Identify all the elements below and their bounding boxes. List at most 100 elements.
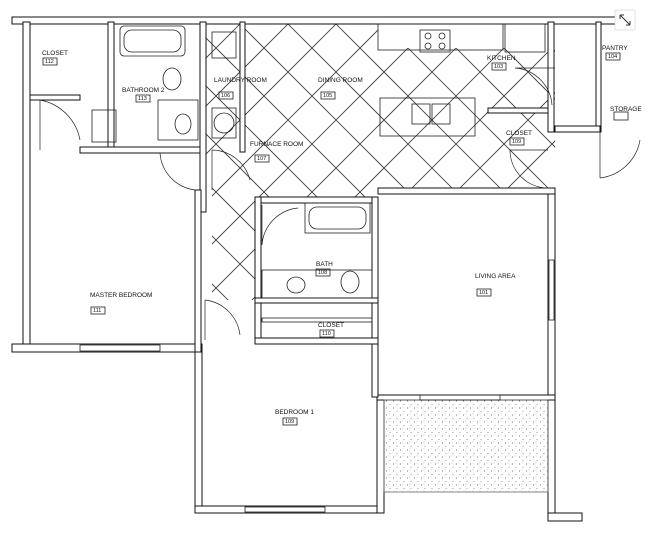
range-top bbox=[419, 29, 451, 53]
kitchen-sink-bowl1 bbox=[411, 103, 431, 125]
door-furnace bbox=[211, 149, 251, 190]
room-name: PANTRY bbox=[602, 45, 628, 52]
burner-1 bbox=[424, 32, 432, 40]
fixtures bbox=[91, 23, 629, 323]
door-storage bbox=[599, 132, 641, 179]
tile-line bbox=[0, 0, 72, 538]
room-number-box bbox=[42, 57, 58, 66]
closet112-right-wall bbox=[107, 21, 115, 153]
tile-line bbox=[638, 0, 650, 538]
pantry-left-wall bbox=[547, 21, 555, 133]
bath108-left-wall bbox=[254, 196, 262, 343]
room-number: 110 bbox=[322, 331, 331, 337]
room-number-box bbox=[135, 94, 151, 103]
dryer bbox=[211, 107, 237, 139]
tile-line bbox=[455, 22, 555, 300]
room-name: LAUNDRY ROOM bbox=[214, 77, 267, 84]
vanity-bath108 bbox=[261, 269, 373, 299]
room-number-box bbox=[476, 288, 492, 297]
burner-3 bbox=[424, 42, 432, 50]
room-number: 103 bbox=[494, 64, 503, 70]
tile-line bbox=[206, 22, 323, 300]
closet109-wall bbox=[487, 107, 549, 114]
tub-bath2 bbox=[119, 25, 186, 57]
room-name: CLOSET bbox=[506, 130, 532, 137]
bath2-bottom-wall bbox=[79, 146, 207, 154]
tub-bath108-inner bbox=[308, 206, 367, 230]
room-number: 104 bbox=[608, 54, 617, 60]
living-right-wall bbox=[547, 189, 556, 521]
slider-living bbox=[419, 394, 501, 401]
tile-line bbox=[206, 22, 505, 300]
expand-icon[interactable] bbox=[614, 9, 636, 31]
window-master bbox=[79, 344, 161, 352]
room-name: STORAGE bbox=[610, 106, 642, 113]
tile-line bbox=[600, 0, 650, 538]
window-bedroom1 bbox=[244, 506, 326, 513]
room-name: KITCHEN bbox=[487, 55, 516, 62]
room-number: 113 bbox=[138, 96, 147, 102]
doors bbox=[39, 67, 641, 340]
room-number-box bbox=[319, 329, 335, 338]
door-closet109 bbox=[509, 149, 549, 189]
living-top-wall bbox=[377, 187, 556, 195]
closet110-top-wall bbox=[254, 297, 379, 304]
laundry-right-wall bbox=[239, 21, 246, 153]
kitchen-island bbox=[379, 97, 476, 137]
room-number: 101 bbox=[479, 290, 488, 296]
closet110-shelf bbox=[261, 317, 373, 323]
bath108-top-wall bbox=[254, 196, 379, 204]
sink-bath108 bbox=[286, 276, 306, 294]
door-master bbox=[159, 152, 200, 191]
outer-walls bbox=[11, 16, 628, 522]
top-wall bbox=[11, 16, 628, 25]
room-name: BEDROOM 1 bbox=[275, 409, 314, 416]
storage-shelf bbox=[613, 111, 629, 121]
dryer-drum bbox=[213, 112, 235, 134]
washer bbox=[211, 31, 237, 59]
interior-walls bbox=[29, 21, 556, 398]
burner-4 bbox=[438, 42, 446, 50]
door-kitchen bbox=[514, 67, 555, 106]
tile-line bbox=[311, 22, 555, 300]
master-right-wall bbox=[194, 189, 202, 353]
toilet-bath2 bbox=[162, 67, 182, 91]
door-bath108 bbox=[261, 205, 299, 246]
tile-line bbox=[206, 22, 313, 300]
room-number: 112 bbox=[45, 59, 54, 65]
bedroom1-right-wall bbox=[376, 394, 385, 514]
room-number-box bbox=[254, 154, 270, 163]
sink-bath2 bbox=[174, 113, 192, 135]
room-name: LIVING AREA bbox=[475, 273, 516, 280]
room-name: BATHROOM 2 bbox=[122, 87, 165, 94]
kitchen-counter bbox=[377, 23, 504, 51]
kitchen-sink-bowl2 bbox=[431, 103, 451, 125]
window-living bbox=[548, 259, 555, 321]
room-number-box bbox=[605, 52, 621, 61]
vanity-bath2 bbox=[157, 99, 199, 141]
door-closet112 bbox=[39, 99, 81, 150]
room-number-box bbox=[315, 268, 331, 277]
tile-line bbox=[0, 0, 82, 538]
tile-line bbox=[407, 22, 555, 300]
tile-line bbox=[206, 22, 361, 300]
room-number: 107 bbox=[257, 156, 266, 162]
tile-line bbox=[359, 22, 555, 300]
tub-bath2-inner bbox=[123, 29, 182, 53]
room-labels: CLOSET 112 BATHROOM 2 113 LAUNDRY ROOM 1… bbox=[42, 45, 642, 426]
room-number: 105 bbox=[323, 93, 332, 99]
room-name: DINING ROOM bbox=[318, 77, 363, 84]
room-number: 109 bbox=[512, 139, 521, 145]
room-number-box bbox=[491, 62, 507, 71]
room-number-box bbox=[218, 91, 234, 100]
tile-line bbox=[206, 22, 409, 300]
bedroom1-top-wall bbox=[254, 337, 379, 345]
tub-bath108 bbox=[304, 202, 371, 234]
toilet-bath108 bbox=[340, 270, 360, 294]
fridge bbox=[504, 23, 546, 53]
water-heater-bath2 bbox=[91, 109, 117, 143]
room-number-box bbox=[282, 417, 298, 426]
bedroom1-left-wall bbox=[194, 347, 203, 514]
patio-top-wall bbox=[376, 394, 556, 401]
